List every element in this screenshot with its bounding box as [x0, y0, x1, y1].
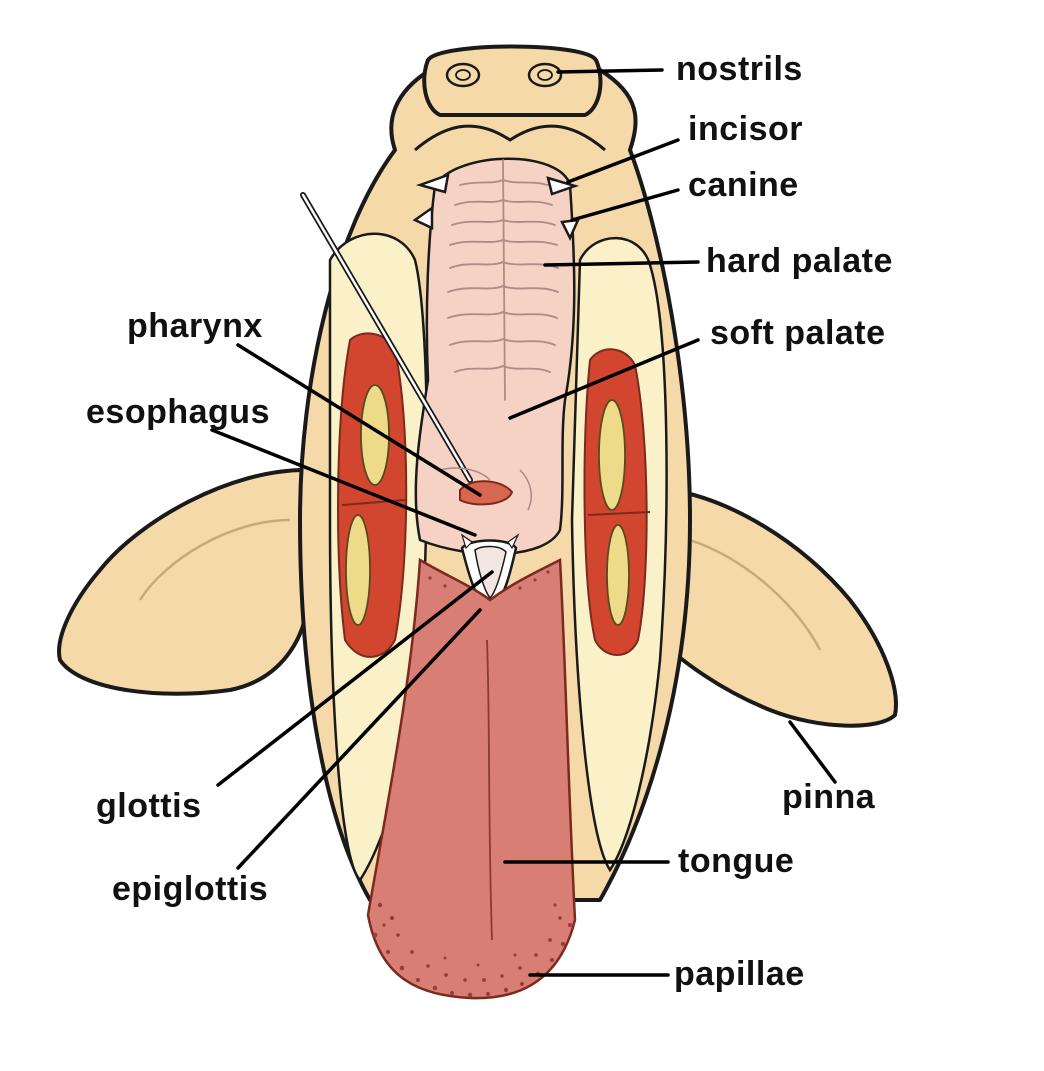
leader-pinna — [788, 720, 837, 784]
palatal-ridges — [447, 179, 559, 373]
right-canine — [560, 218, 581, 241]
pharynx-opening — [439, 467, 532, 511]
label-pharynx: pharynx — [127, 307, 263, 345]
label-pinna: pinna — [782, 778, 876, 816]
label-epiglottis: epiglottis — [112, 870, 268, 908]
leader-nostrils — [556, 68, 664, 74]
label-incisor: incisor — [688, 110, 803, 148]
right-nostril — [527, 62, 563, 88]
leader-hard-palate — [543, 260, 700, 267]
leader-canine — [570, 188, 680, 222]
label-soft-palate: soft palate — [710, 314, 886, 352]
label-canine: canine — [688, 166, 799, 204]
label-tongue: tongue — [678, 842, 794, 880]
leader-incisor — [566, 138, 680, 184]
leader-lines — [210, 68, 837, 977]
leader-pharynx — [236, 343, 482, 497]
probe — [300, 192, 473, 483]
left-nostril — [445, 62, 481, 88]
teeth — [412, 173, 581, 241]
left-pinna — [57, 468, 310, 696]
labels: nostrils incisor canine hard palate soft… — [86, 50, 893, 993]
label-glottis: glottis — [96, 787, 201, 825]
leader-soft-palate — [508, 338, 700, 420]
right-cheek-section — [570, 236, 668, 873]
leader-epiglottis — [236, 608, 482, 870]
right-pinna — [658, 488, 898, 728]
label-papillae: papillae — [674, 955, 805, 993]
label-esophagus: esophagus — [86, 393, 270, 431]
tongue-shape — [366, 557, 577, 1000]
leader-esophagus — [210, 428, 477, 537]
label-hard-palate: hard palate — [706, 242, 893, 280]
left-incisor — [415, 173, 450, 194]
leader-glottis — [216, 570, 494, 787]
label-nostrils: nostrils — [676, 50, 803, 88]
left-canine — [412, 205, 434, 230]
papillae-texture — [372, 570, 572, 998]
right-incisor — [546, 176, 580, 196]
nose-pad — [422, 44, 603, 117]
